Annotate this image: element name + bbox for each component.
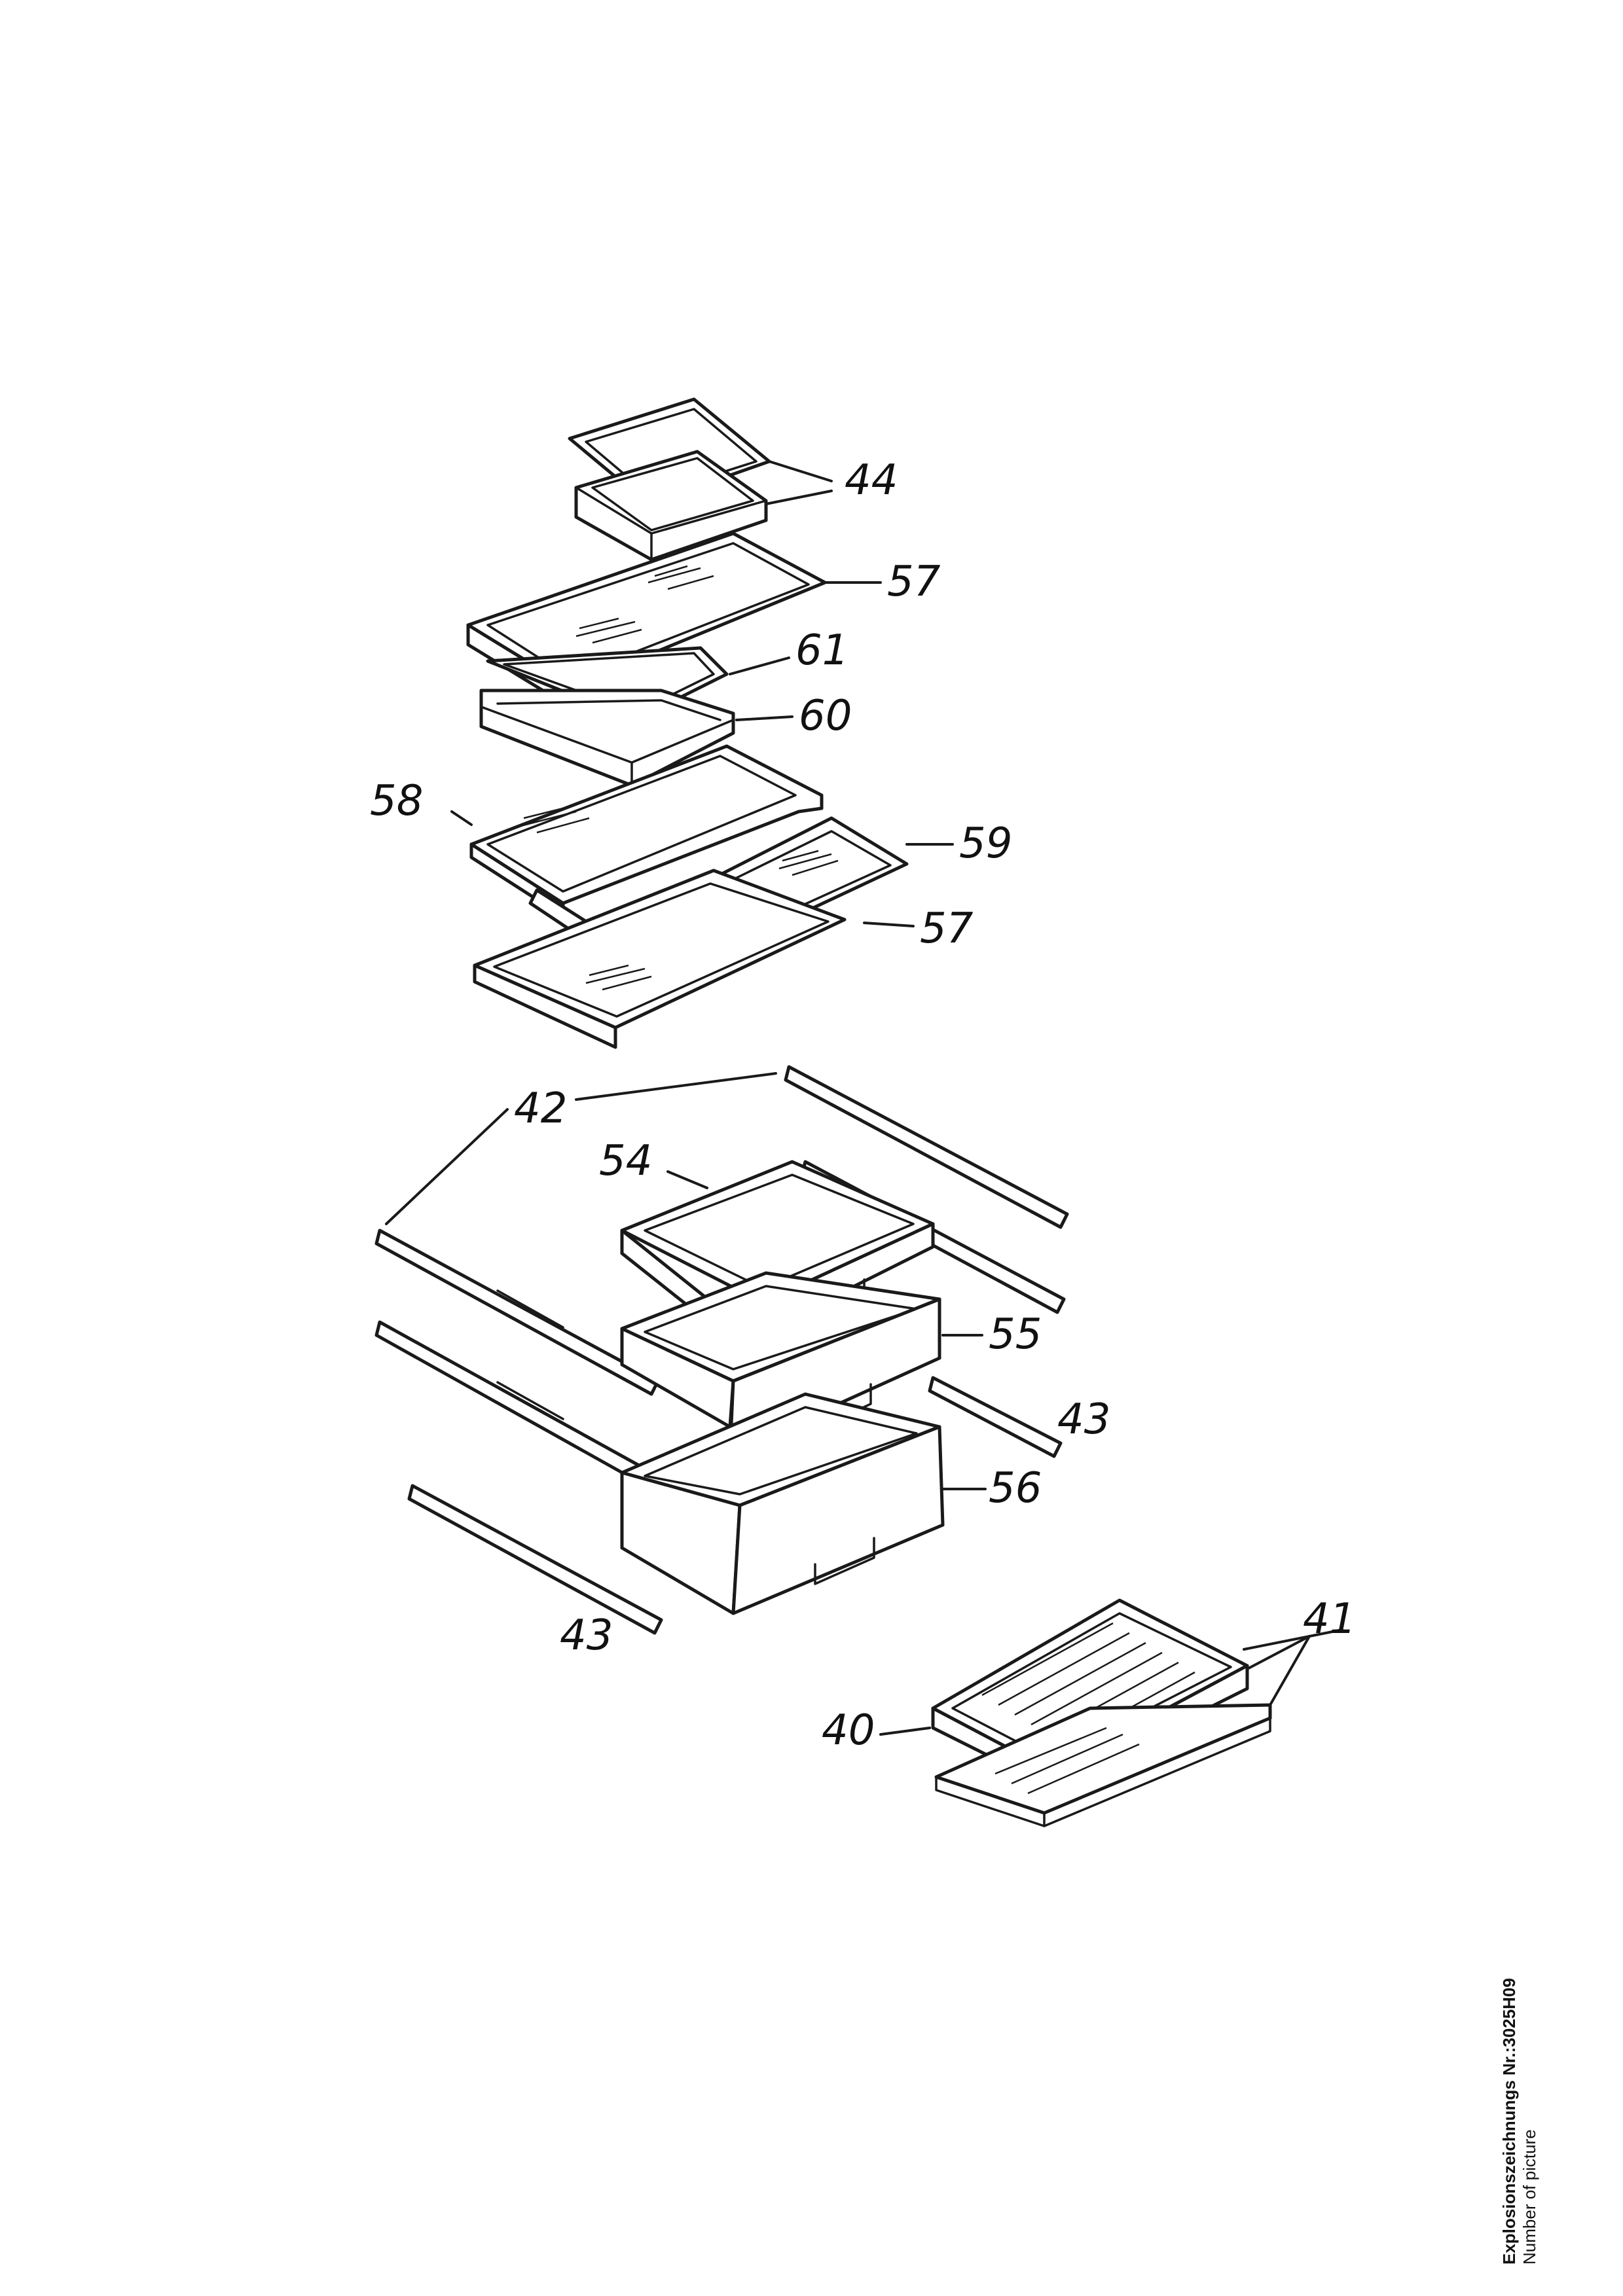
callout-55: 55 [989, 1310, 1042, 1359]
callout-54: 54 [599, 1137, 652, 1185]
callout-57-lower: 57 [920, 905, 974, 953]
part-44-tray-lid [568, 397, 771, 562]
callout-labels: 44 57 61 60 58 59 57 42 54 55 43 56 43 4… [370, 456, 1356, 1755]
part-60-box [479, 689, 735, 787]
drawing-number-subtitle: Number of picture [1520, 2129, 1539, 2265]
callout-60: 60 [799, 692, 852, 740]
part-40-base-plate [934, 1703, 1272, 1827]
callout-44: 44 [845, 456, 898, 505]
part-57-lower-glass-shelf [473, 869, 847, 1049]
part-43-lower-rail [407, 1484, 663, 1635]
callout-57-upper: 57 [887, 558, 941, 606]
part-56-bottom-drawer [620, 1392, 945, 1615]
callout-58: 58 [370, 777, 423, 825]
callout-43-upper: 43 [1057, 1395, 1110, 1444]
callout-61: 61 [795, 626, 848, 675]
part-58-shelf-with-rail [469, 744, 824, 951]
callout-56: 56 [989, 1464, 1042, 1513]
callout-41: 41 [1303, 1595, 1356, 1643]
callout-59: 59 [959, 819, 1012, 868]
callout-42: 42 [514, 1085, 567, 1133]
leader-lines [385, 460, 1343, 1736]
drawing-number-caption: Explosionszeichnungs Nr.:3025H09 Number … [1499, 1806, 1540, 2265]
drawing-number-title: Explosionszeichnungs Nr.:3025H09 [1499, 1978, 1519, 2265]
callout-40: 40 [822, 1706, 875, 1755]
callout-43-lower: 43 [560, 1611, 613, 1660]
